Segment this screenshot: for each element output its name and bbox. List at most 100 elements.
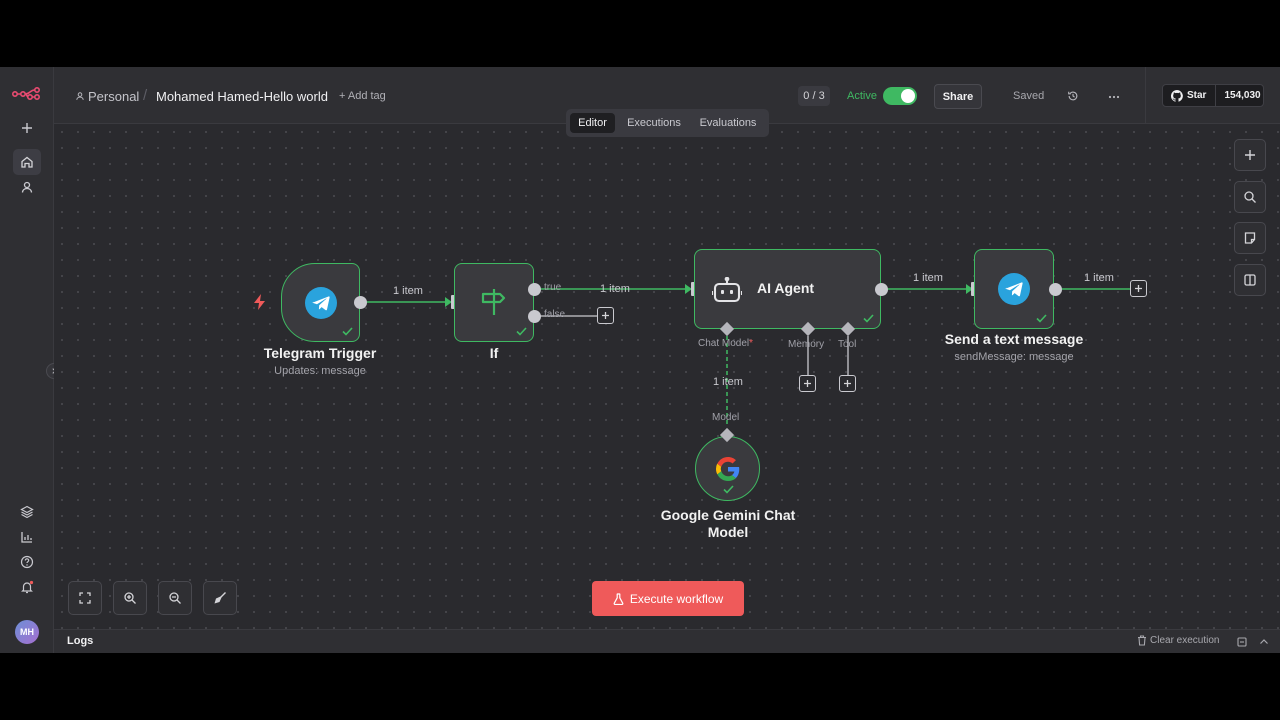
github-divider bbox=[1215, 84, 1217, 107]
history-icon[interactable] bbox=[1067, 90, 1079, 102]
plus-icon bbox=[602, 312, 609, 319]
flask-icon bbox=[613, 592, 624, 605]
signpost-icon bbox=[481, 289, 506, 315]
node-send-text-message-title: Send a text message bbox=[944, 331, 1084, 347]
zoom-out-icon bbox=[169, 592, 181, 604]
insights-icon[interactable] bbox=[13, 524, 41, 550]
item-count-label: 1 item bbox=[600, 283, 630, 295]
add-tag-button[interactable]: + Add tag bbox=[339, 90, 386, 102]
search-button[interactable] bbox=[1234, 181, 1266, 213]
output-handle[interactable] bbox=[1049, 283, 1062, 296]
topbar-divider bbox=[1145, 67, 1146, 124]
logs-title: Logs bbox=[67, 635, 94, 647]
google-icon bbox=[716, 457, 740, 481]
add-memory-button[interactable] bbox=[799, 375, 816, 392]
tab-editor[interactable]: Editor bbox=[570, 113, 615, 133]
node-telegram-trigger-subtitle: Updates: message bbox=[274, 365, 366, 377]
gemini-title-line2: Model bbox=[707, 524, 749, 540]
item-count-label: 1 item bbox=[913, 272, 943, 284]
toggle-panel-button[interactable] bbox=[1234, 264, 1266, 296]
zoom-in-button[interactable] bbox=[113, 581, 147, 615]
clear-execution-button[interactable]: Clear execution bbox=[1137, 635, 1219, 646]
trash-icon bbox=[1138, 635, 1146, 646]
memory-label: Memory bbox=[788, 339, 825, 350]
active-toggle[interactable] bbox=[883, 87, 917, 105]
github-star-count: 154,030 bbox=[1224, 90, 1261, 101]
node-if[interactable] bbox=[454, 263, 534, 342]
user-icon[interactable] bbox=[13, 174, 41, 200]
zoom-out-button[interactable] bbox=[158, 581, 192, 615]
search-icon bbox=[1244, 191, 1256, 203]
tab-editor-label: Editor bbox=[578, 117, 607, 129]
workflow-name[interactable]: Mohamed Hamed-Hello world bbox=[156, 89, 328, 104]
logs-bar[interactable]: Logs Clear execution bbox=[54, 629, 1280, 653]
templates-icon[interactable] bbox=[13, 499, 41, 525]
home-icon[interactable] bbox=[13, 149, 41, 175]
avatar[interactable]: MH bbox=[15, 620, 39, 644]
github-icon bbox=[1171, 89, 1183, 102]
sidebar: MH bbox=[0, 67, 62, 653]
required-mark: * bbox=[749, 338, 754, 349]
trigger-bolt-icon bbox=[254, 294, 265, 310]
github-star-button[interactable]: Star 154,030 bbox=[1162, 84, 1264, 107]
tidy-up-button[interactable] bbox=[203, 581, 237, 615]
fit-view-button[interactable] bbox=[68, 581, 102, 615]
telegram-icon bbox=[998, 273, 1030, 305]
add-tool-button[interactable] bbox=[839, 375, 856, 392]
chat-model-label-text: Chat Model bbox=[698, 338, 750, 349]
share-label: Share bbox=[942, 90, 974, 103]
toggle-knob bbox=[901, 89, 915, 103]
zoom-in-icon bbox=[124, 592, 136, 604]
more-options-icon[interactable] bbox=[1108, 95, 1120, 99]
item-count-label: 1 item bbox=[1084, 272, 1114, 284]
node-ai-agent[interactable]: AI Agent bbox=[694, 249, 881, 329]
node-telegram-trigger-title: Telegram Trigger bbox=[263, 345, 377, 361]
model-label: Model bbox=[712, 412, 740, 423]
add-node-false-button[interactable] bbox=[597, 307, 614, 324]
output-handle-false[interactable] bbox=[528, 310, 541, 323]
counter-text: 0 / 3 bbox=[803, 90, 825, 102]
broom-icon bbox=[214, 592, 226, 604]
share-button[interactable]: Share bbox=[934, 84, 982, 109]
output-handle[interactable] bbox=[875, 283, 888, 296]
active-label: Active bbox=[847, 90, 877, 102]
n8n-logo[interactable] bbox=[11, 86, 40, 102]
success-check-icon bbox=[863, 314, 874, 323]
branch-label-false: false bbox=[544, 309, 566, 320]
sticky-note-button[interactable] bbox=[1234, 222, 1266, 254]
panel-icon bbox=[1244, 274, 1256, 286]
telegram-icon bbox=[305, 287, 337, 319]
chevron-up-icon[interactable] bbox=[1259, 638, 1269, 645]
saved-status: Saved bbox=[1013, 90, 1045, 102]
workflow-canvas[interactable]: Telegram Trigger Updates: message If tru… bbox=[54, 124, 1280, 629]
tab-executions[interactable]: Executions bbox=[622, 113, 686, 133]
tab-evaluations[interactable]: Evaluations bbox=[694, 113, 762, 133]
fit-view-icon bbox=[79, 592, 91, 604]
add-node-end-button[interactable] bbox=[1130, 280, 1147, 297]
execute-workflow-label: Execute workflow bbox=[629, 591, 724, 606]
add-button[interactable] bbox=[13, 115, 41, 141]
output-handle[interactable] bbox=[354, 296, 367, 309]
clear-execution-label: Clear execution bbox=[1150, 635, 1220, 646]
sticky-note-icon bbox=[1244, 232, 1256, 244]
node-google-gemini[interactable] bbox=[695, 436, 760, 501]
success-check-icon bbox=[516, 327, 527, 336]
help-icon[interactable] bbox=[13, 549, 41, 575]
output-handle-true[interactable] bbox=[528, 283, 541, 296]
breadcrumb-separator: / bbox=[143, 87, 148, 104]
node-google-gemini-title: Google Gemini Chat Model bbox=[648, 507, 808, 541]
node-send-text-message[interactable] bbox=[974, 249, 1054, 329]
node-ai-agent-title: AI Agent bbox=[757, 280, 815, 296]
plus-icon bbox=[1245, 150, 1255, 160]
item-count-label: 1 item bbox=[393, 285, 423, 297]
notifications-icon[interactable] bbox=[13, 574, 41, 600]
avatar-initials: MH bbox=[20, 627, 34, 637]
execute-workflow-button[interactable]: Execute workflow bbox=[592, 581, 744, 616]
node-telegram-trigger[interactable] bbox=[281, 263, 360, 342]
branch-label-true: true bbox=[544, 282, 562, 293]
plus-icon bbox=[844, 380, 851, 387]
add-node-panel-button[interactable] bbox=[1234, 139, 1266, 171]
popout-icon[interactable] bbox=[1237, 637, 1247, 647]
breadcrumb-project[interactable]: Personal bbox=[88, 89, 140, 104]
plus-icon bbox=[1135, 285, 1142, 292]
